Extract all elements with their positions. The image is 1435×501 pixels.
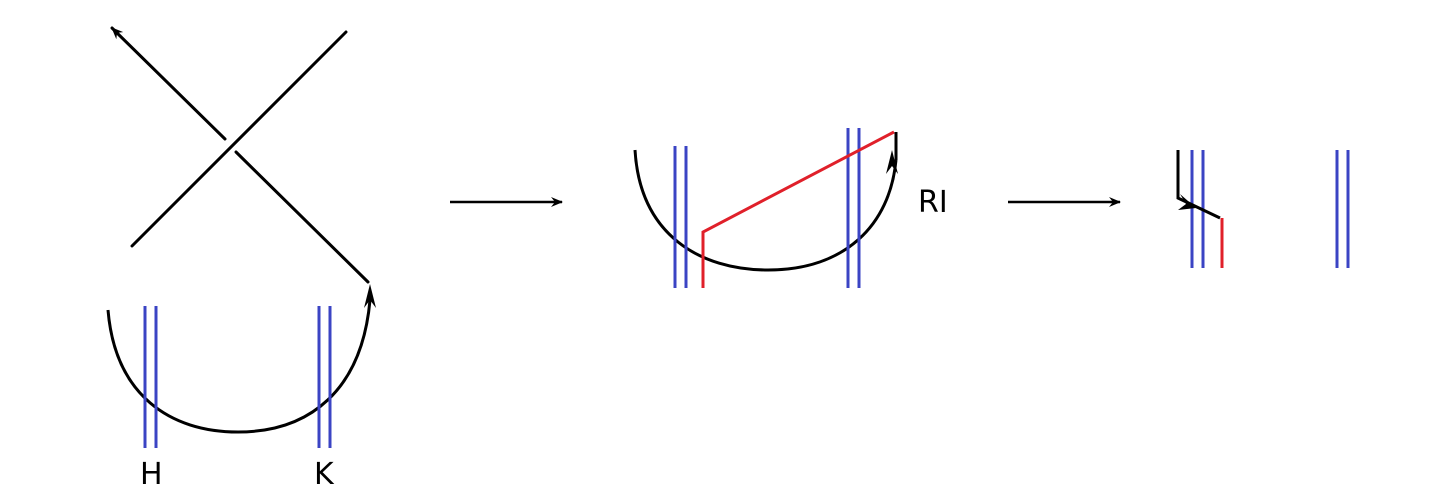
- panel-middle: RI: [633, 128, 948, 288]
- panel-right: [1176, 150, 1350, 268]
- panel-left: H K: [106, 26, 376, 492]
- under-strand: [130, 30, 348, 248]
- middle-arrow-icon: [886, 150, 898, 174]
- loop-arrow-icon: [364, 284, 376, 308]
- label-k: K: [314, 457, 335, 492]
- middle-red-path: [701, 130, 895, 288]
- middle-arc: [633, 149, 898, 272]
- right-strand: [1176, 150, 1221, 220]
- label-h: H: [140, 457, 163, 492]
- over-strand-top: [110, 26, 227, 141]
- right-arrow-icon: [1178, 194, 1196, 210]
- label-move: RI: [918, 185, 948, 220]
- loop-arc: [106, 299, 372, 434]
- over-strand: [234, 150, 370, 284]
